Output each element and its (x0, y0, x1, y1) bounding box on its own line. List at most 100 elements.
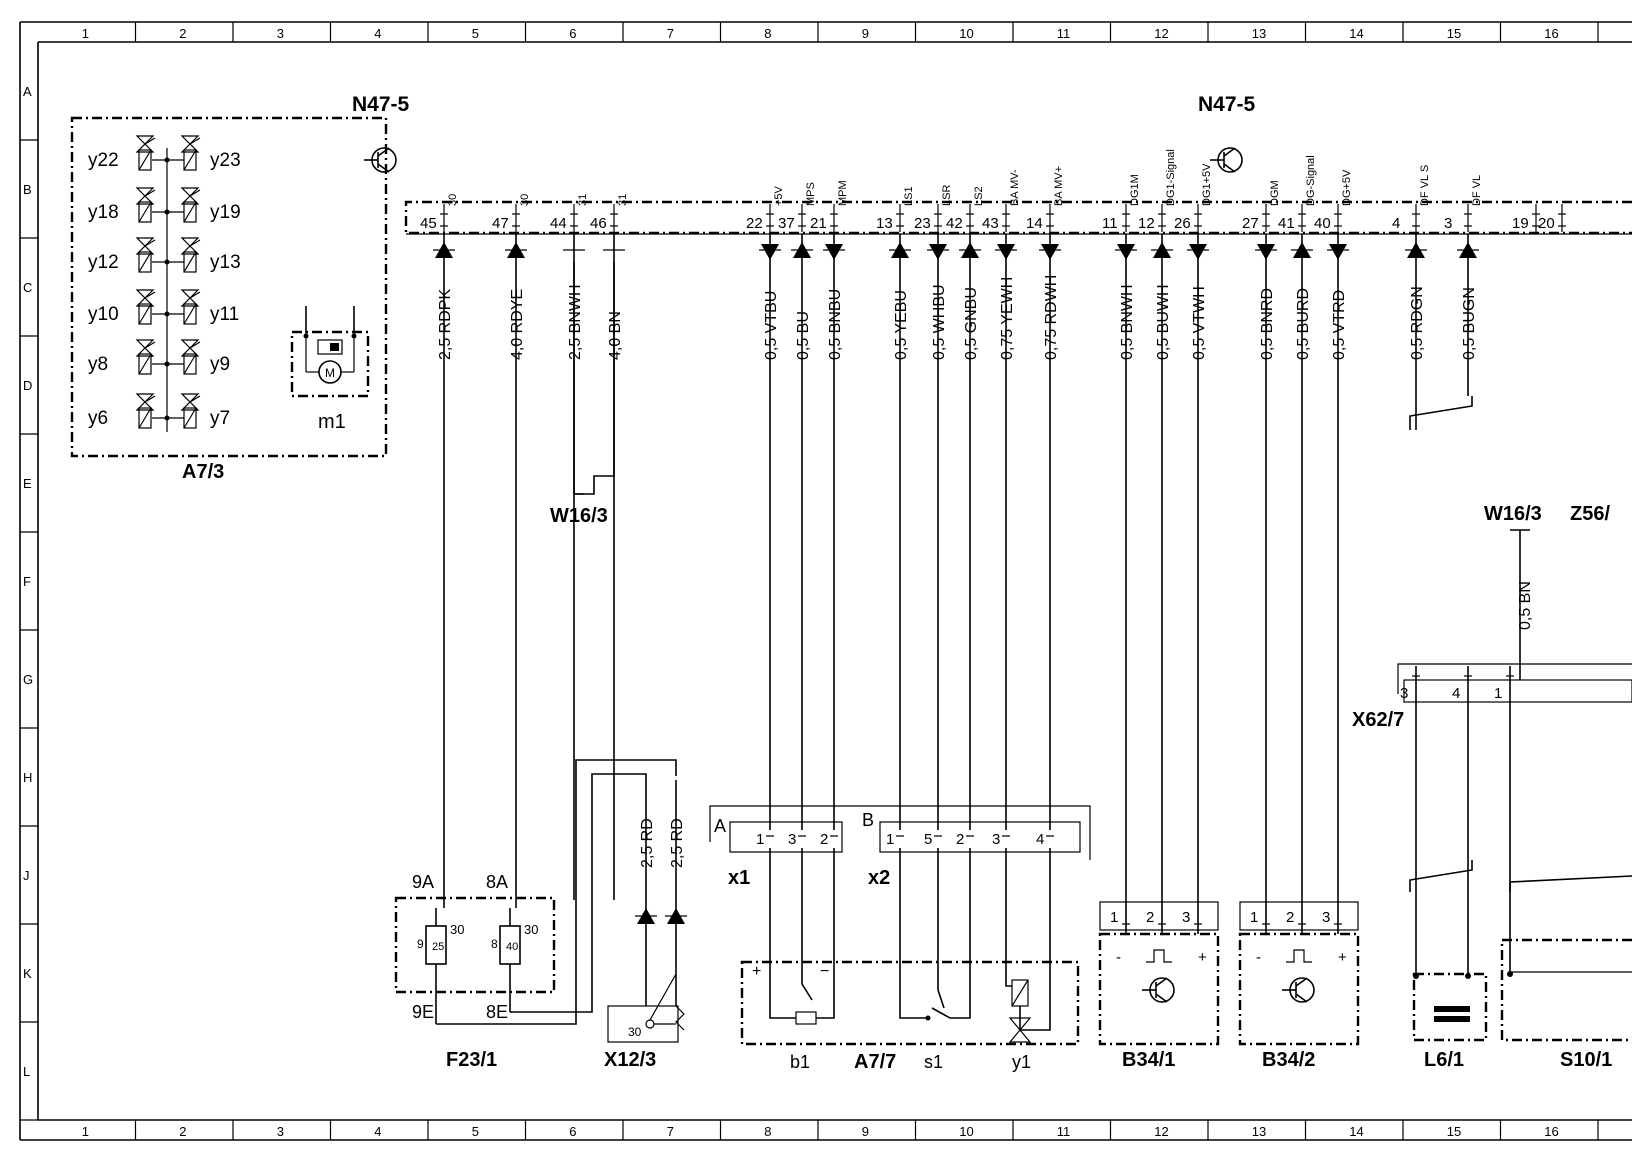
sensor-pin: 2 (1286, 909, 1294, 926)
column-index-bottom: 4 (374, 1124, 381, 1139)
pin: 44 31 (550, 194, 589, 232)
pin-signal: 31 (577, 194, 589, 206)
column-index-bottom: 7 (667, 1124, 674, 1139)
x12-wire: 2,5 RD (635, 780, 657, 1006)
column-index-bottom: 1 (82, 1124, 89, 1139)
pin-number: 23 (914, 215, 931, 232)
column-index-top: 1 (82, 26, 89, 41)
column-index-top: 15 (1447, 26, 1461, 41)
pin-number: 12 (1138, 215, 1155, 232)
wire: 0,5 VTWH (1187, 234, 1209, 918)
column-index-bottom: 2 (179, 1124, 186, 1139)
sensor-pin: 2 (1146, 909, 1154, 926)
wire-label: 2,5 RD (669, 818, 686, 868)
column-index-top: 14 (1349, 26, 1363, 41)
pin-signal: DGM (1269, 180, 1281, 206)
row-index: L (23, 1064, 30, 1079)
column-index-top: 2 (179, 26, 186, 41)
wire-label: 0,5 BUGN (1461, 287, 1478, 360)
pin-number: 37 (778, 215, 795, 232)
fuse-block-label: F23/1 (446, 1049, 497, 1071)
wire: 0,5 BNBU (823, 234, 845, 830)
wire-label: 0,75 YEWH (999, 277, 1016, 360)
plug-x2-pin: 4 (1036, 831, 1044, 848)
valve-label-right: y11 (210, 304, 239, 325)
pin-number: 45 (420, 215, 437, 232)
fuse-9-top-label: 9A (412, 872, 434, 892)
pin: 20 (1538, 204, 1566, 232)
wire-label: 0,5 BU (795, 311, 812, 360)
valve-label-right: y13 (210, 252, 241, 273)
pin-signal: MPS (805, 182, 817, 206)
column-index-bottom: 15 (1447, 1124, 1461, 1139)
fuse-9-terminal: 30 (450, 922, 464, 937)
plug-x2-label: x2 (868, 867, 890, 889)
connector-x12-3: 30 X12/3 (604, 973, 685, 1071)
x12-label: X12/3 (604, 1049, 656, 1071)
x12-feed-wires: 2,5 RD 2,5 RD (635, 780, 687, 1006)
motor-m-glyph: M (325, 366, 335, 380)
pin-signal: DG1M (1129, 174, 1141, 206)
wire: 0,5 BUWH (1151, 234, 1173, 918)
column-index-bottom: 12 (1154, 1124, 1168, 1139)
wire: 0,5 VTRD (1327, 234, 1349, 918)
row-index: E (23, 476, 32, 491)
wire: 0,5 BNWH (1115, 234, 1137, 918)
pin-signal: 30 (447, 194, 459, 206)
valve-label-right: y23 (210, 150, 241, 171)
wire: 0,5 RDGN (1405, 234, 1427, 430)
pin-number: 44 (550, 215, 567, 232)
plug-x2-pin: 5 (924, 831, 932, 848)
sensor-minus-mark: - (1116, 949, 1121, 966)
sensor-pin: 3 (1322, 909, 1330, 926)
wire: 0,5 YEBU (889, 234, 911, 830)
fuse-9-bottom-label: 9E (412, 1002, 434, 1022)
pin: 45 30 (420, 194, 459, 232)
pin-number: 4 (1392, 215, 1400, 232)
pin-signal: BA MV- (1009, 169, 1021, 206)
wire-label: 0,5 VTBU (763, 291, 780, 360)
fuse-block-f23-1: 25 40 9 8 30 30 9A 8A 9E 8E F23/1 (394, 759, 677, 1071)
transistor-icon (1210, 147, 1243, 173)
wire-label: 2,5 RDPK (437, 289, 454, 360)
column-index-bottom: 9 (862, 1124, 869, 1139)
column-index-bottom: 10 (959, 1124, 973, 1139)
wire: 0,5 GNBU (959, 234, 981, 830)
fuse-8-top-label: 8A (486, 872, 508, 892)
ground-point-w16-3-right: W16/3 Z56/ 0,5 BN (1484, 503, 1610, 680)
column-index-bottom: 5 (472, 1124, 479, 1139)
plug-x1-pin: 2 (820, 831, 828, 848)
pin: 4DF VL S (1392, 165, 1431, 232)
sensor-plus-mark: + (1198, 949, 1207, 966)
b1-plus-mark: + (752, 963, 761, 980)
fuse-8-terminal: 30 (524, 922, 538, 937)
pin-signal: DG1+5V (1201, 163, 1213, 206)
wire-label: 0,5 YEBU (893, 290, 910, 360)
column-index-top: 12 (1154, 26, 1168, 41)
x12-wire: 2,5 RD (665, 780, 687, 1006)
control-unit-housing (404, 200, 1632, 235)
column-index-top: 3 (277, 26, 284, 41)
valve-label-left: y18 (88, 202, 119, 223)
pin-signal: DG+5V (1341, 169, 1353, 206)
wire-label: 2,5 BNWH (567, 284, 584, 360)
pin-number: 3 (1444, 215, 1452, 232)
pin-signal: LS2 (973, 186, 985, 206)
column-index-ruler: 1122334455667788991010111112121313141415… (82, 22, 1599, 1140)
pin-number: 13 (876, 215, 893, 232)
ground-point-w16-3: W16/3 (550, 262, 615, 527)
pin-number: 46 (590, 215, 607, 232)
